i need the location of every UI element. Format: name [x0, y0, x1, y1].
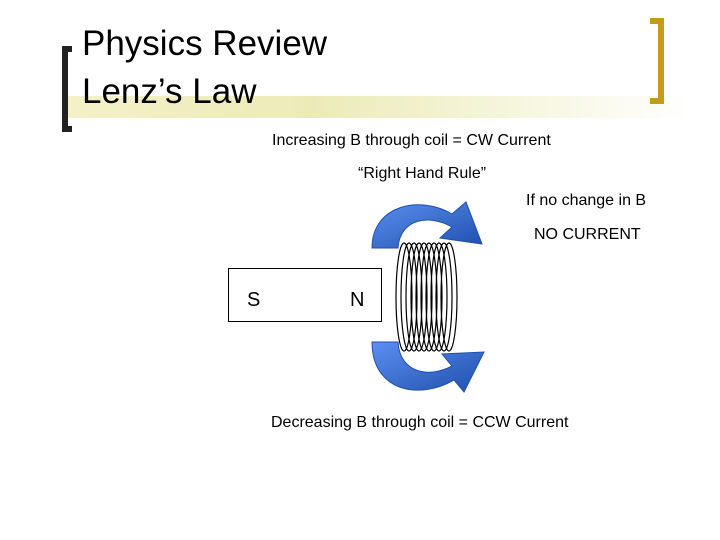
right-bracket-decoration: [650, 18, 664, 104]
slide-title-line-1: Physics Review: [82, 24, 328, 63]
counterclockwise-arrow-icon: [371, 341, 485, 393]
right-hand-rule-label: “Right Hand Rule”: [358, 165, 487, 182]
no-change-label: If no change in B: [526, 192, 647, 209]
slide-title-line-2: Lenz’s Law: [82, 72, 257, 111]
wire-coil-icon: [395, 242, 458, 352]
bar-magnet: [228, 268, 382, 322]
clockwise-arrow-icon: [371, 201, 483, 249]
title-accent-bar: [62, 96, 692, 118]
magnet-north-pole-label: N: [350, 289, 365, 311]
increasing-b-label: Increasing B through coil = CW Current: [272, 132, 551, 149]
decreasing-b-label: Decreasing B through coil = CCW Current: [271, 414, 569, 431]
no-current-label: NO CURRENT: [534, 226, 641, 243]
left-bracket-decoration: [62, 46, 72, 132]
magnet-south-pole-label: S: [247, 289, 261, 311]
